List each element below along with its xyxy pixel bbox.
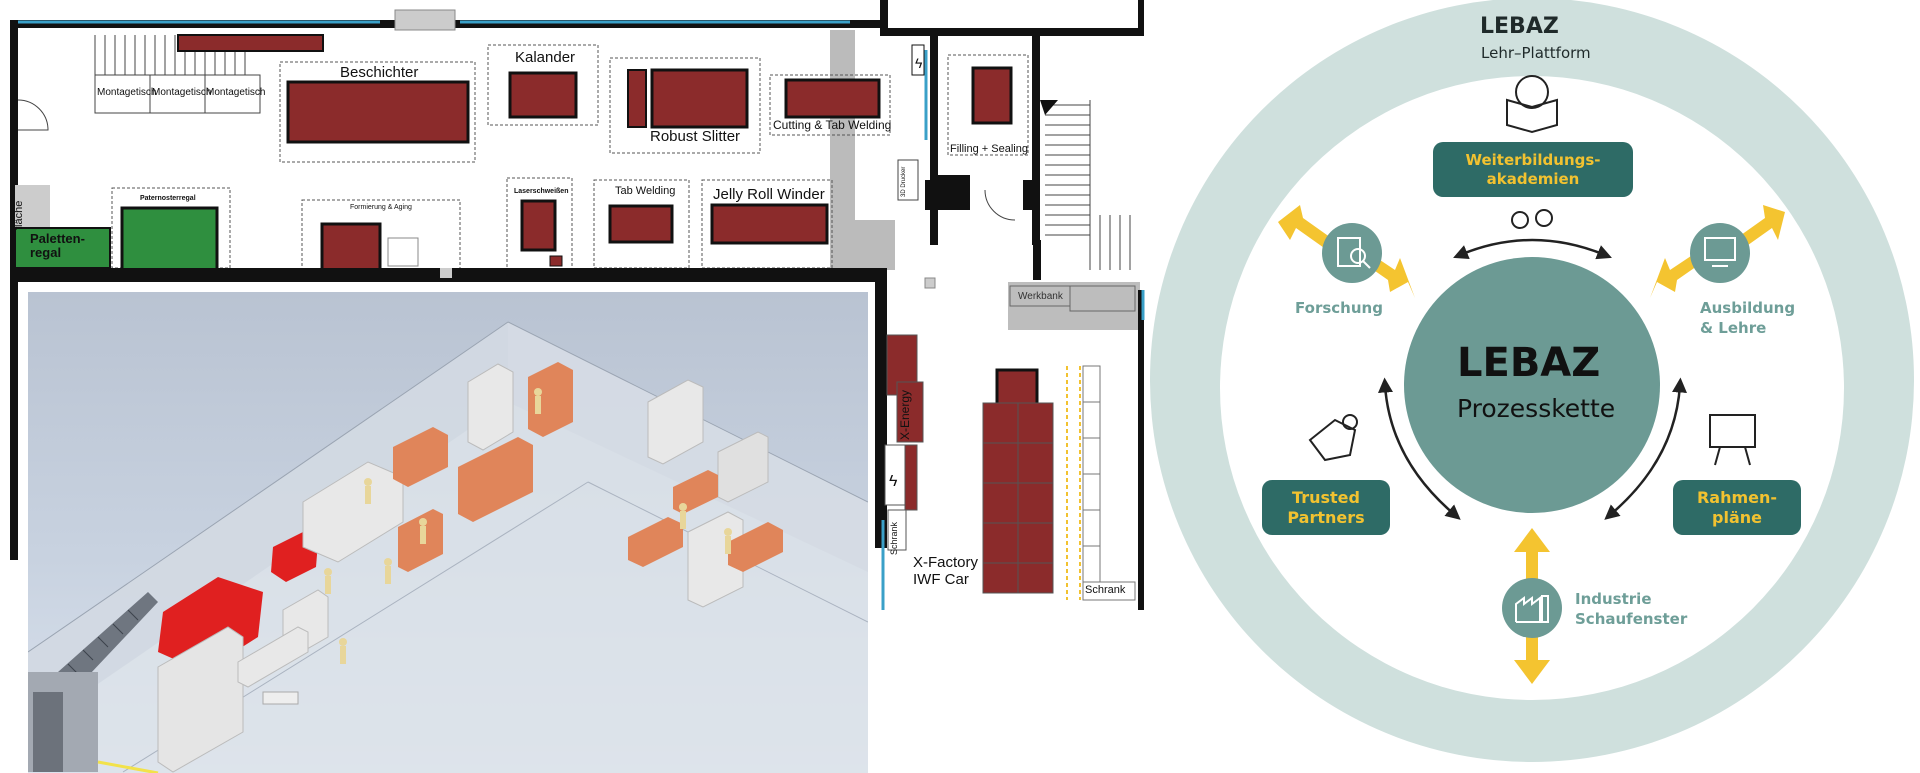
floor-plan-panel: ϟ [10,0,1145,773]
brain-book-icon [1506,75,1558,134]
label-laserschweissen: Laserschweißen [514,188,569,195]
svg-text:ϟ: ϟ [889,473,898,490]
label-filling-sealing: Filling + Sealing [950,143,1028,155]
label-ausbildung: Ausbildung & Lehre [1700,298,1795,339]
center-subtitle: Prozesskette [1457,394,1616,423]
diagram-title: LEBAZ [1480,14,1559,39]
handshake-icon [1308,414,1358,462]
label-industrie: Industrie Schaufenster [1575,589,1687,630]
rahmen-line2: pläne [1712,507,1762,527]
label-schrank-bottom: Schrank [1085,584,1126,596]
label-montagetisch-1: Montagetisch [97,87,157,98]
label-werkbank: Werkbank [1018,291,1063,302]
label-robust-slitter: Robust Slitter [650,128,741,145]
label-3d-drucker: 3D Drucker [901,166,907,197]
label-schrank-side: Schrank [889,521,899,555]
industry-icon-disc [1502,578,1562,638]
label-cutting-tab-welding: Cutting & Tab Welding [773,118,892,132]
teaching-icon-disc [1690,223,1750,283]
diagram-subtitle: Lehr–Plattform [1481,44,1591,62]
label-tab-welding: Tab Welding [615,185,676,197]
gears-icon [1511,209,1553,229]
trusted-partners-pill: Trusted Partners [1262,480,1390,535]
svg-text:ϟ: ϟ [915,55,923,71]
label-kalander: Kalander [515,49,576,66]
weiterbildung-pill: Weiterbildungs- akademien [1433,142,1633,197]
label-flaeche: fläche [13,200,25,230]
ausbildung-line1: Ausbildung [1700,299,1796,317]
lebaz-rings [1150,0,1914,762]
label-forschung: Forschung [1295,299,1383,317]
factory-icon [1515,595,1549,623]
label-formierung-aging: Formierung & Aging [350,204,412,211]
trusted-line1: Trusted [1292,487,1360,507]
weiterbildung-line2: akademien [1486,169,1580,188]
label-montagetisch-3: Montagetisch [206,87,266,98]
label-x-factory: X-Factory IWF Car [913,554,979,588]
label-montagetisch-2: Montagetisch [152,87,212,98]
center-title: LEBAZ [1457,340,1601,386]
factory-3d-render [28,292,868,773]
label-x-energy: X-Energy [898,389,912,440]
rahmen-line1: Rahmen- [1696,487,1778,507]
industrie-line1: Industrie [1575,590,1652,608]
presentation-icon [1709,414,1756,466]
center-disc [1404,257,1660,513]
label-jelly-roll-winder: Jelly Roll Winder [713,186,825,203]
label-beschichter: Beschichter [340,64,419,81]
label-paternosterregal: Paternosterregal [140,195,196,202]
rahmenplaene-pill: Rahmen- pläne [1673,480,1801,535]
weiterbildung-line1: Weiterbildungs- [1465,150,1601,169]
label-palettenregal: Paletten- regal [30,231,85,260]
ausbildung-line2: & Lehre [1700,319,1767,338]
teaching-icon [1704,237,1736,267]
trusted-line2: Partners [1287,507,1365,527]
research-icon [1337,237,1371,269]
lebaz-diagram: LEBAZ Lehr–Plattform LEBAZ Prozesskette … [1150,0,1920,773]
industrie-line2: Schaufenster [1575,610,1688,629]
